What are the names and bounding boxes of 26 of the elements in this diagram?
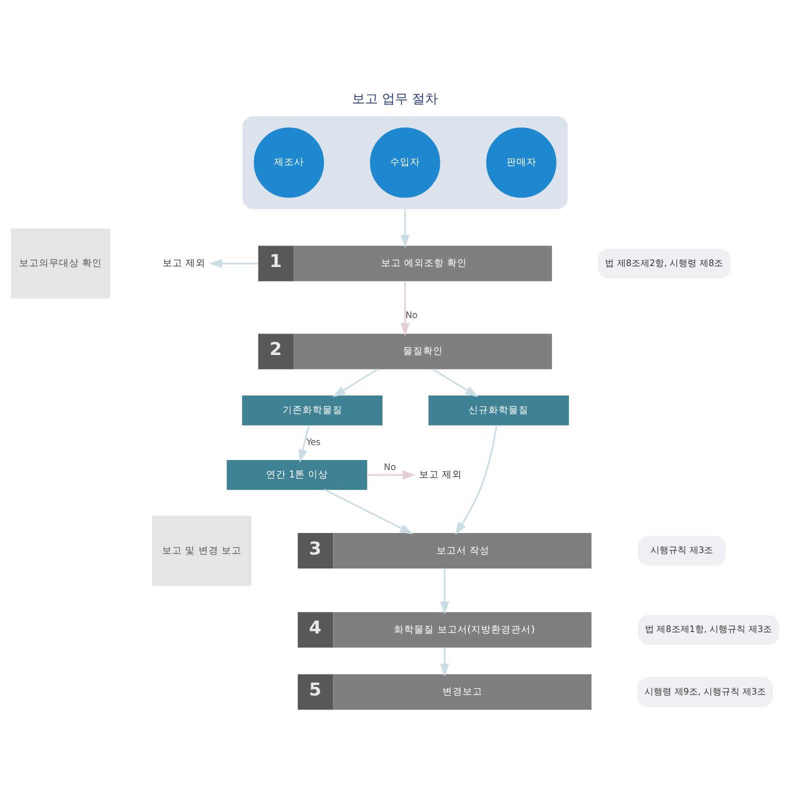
edge-label: Yes	[306, 437, 321, 448]
arrow	[440, 568, 450, 614]
node-text: 보고 제외	[162, 258, 206, 269]
node-box: 신규화학물질	[428, 394, 569, 425]
arrow	[455, 424, 498, 535]
arrow	[366, 470, 416, 479]
arrow	[440, 647, 450, 676]
node-text: 보고 제외	[419, 468, 462, 480]
node-box: 연간 1톤 이상	[226, 460, 368, 490]
arrow	[209, 258, 258, 268]
arrow	[400, 280, 410, 336]
node-circle: 수입자	[370, 127, 440, 198]
arrow	[332, 368, 378, 397]
node-box: 보고의무대상 확인	[10, 228, 110, 298]
diagram-title: 보고 업무 절차	[352, 91, 438, 106]
arrow	[400, 208, 410, 248]
cluster	[242, 116, 568, 209]
edge-label: No	[384, 462, 396, 472]
arrow	[432, 368, 478, 397]
arrow	[298, 424, 310, 462]
node-circle: 판매자	[486, 127, 556, 198]
arrow	[324, 488, 414, 534]
edge-label: No	[406, 310, 418, 321]
node-box: 기존화학물질	[242, 394, 382, 425]
node-box: 보고 및 변경 보고	[152, 515, 252, 586]
node-circle: 제조사	[254, 127, 324, 198]
